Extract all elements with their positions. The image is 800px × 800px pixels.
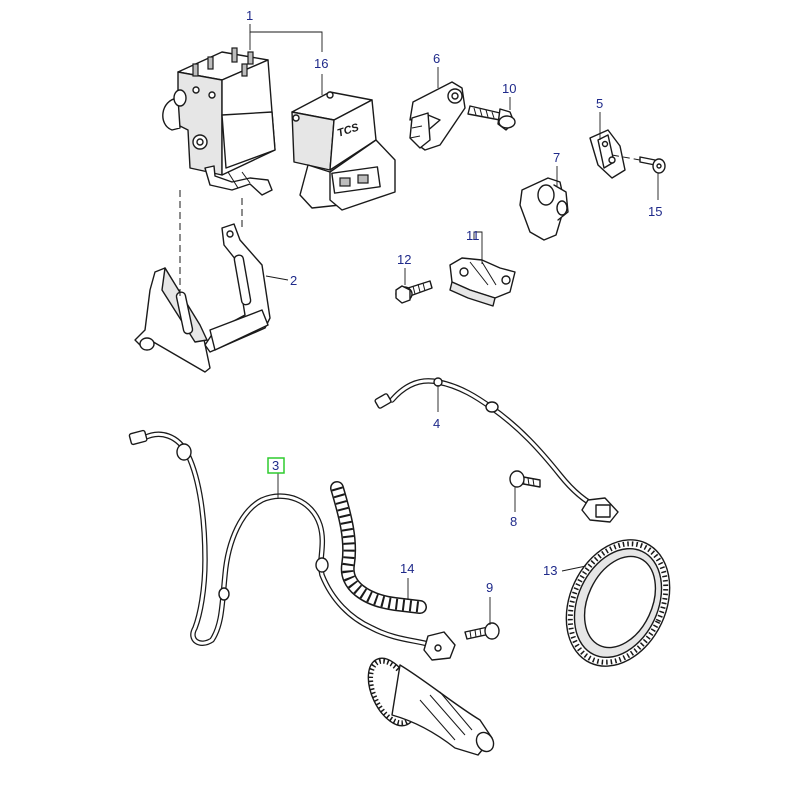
bolt-part-12[interactable] — [395, 280, 433, 304]
bolt-part-8[interactable] — [509, 470, 541, 488]
axle-shaft — [367, 657, 495, 756]
abs-hydraulic-unit[interactable] — [162, 47, 276, 196]
abs-mounting-bracket[interactable] — [134, 223, 271, 373]
callout-16[interactable]: 16 — [314, 56, 328, 71]
bracket-part-5[interactable] — [589, 129, 626, 179]
callout-10[interactable]: 10 — [502, 81, 516, 96]
callout-12[interactable]: 12 — [397, 252, 411, 267]
callouts: 1 16 6 10 5 7 15 11 12 2 4 3 8 14 9 13 — [246, 8, 662, 595]
sensor-cable-part-3[interactable] — [128, 429, 456, 661]
callout-13[interactable]: 13 — [543, 563, 557, 578]
bolt-part-10[interactable] — [467, 105, 516, 131]
callout-9[interactable]: 9 — [486, 580, 493, 595]
tcs-control-module[interactable]: TCS — [291, 91, 396, 211]
bracket-part-6[interactable] — [409, 81, 466, 151]
clamp-part-7[interactable] — [519, 177, 569, 241]
bracket-part-11[interactable] — [449, 257, 516, 307]
callout-3[interactable]: 3 — [272, 458, 279, 473]
leader-lines — [249, 24, 659, 625]
sensor-cable-part-4[interactable] — [374, 377, 619, 523]
tone-ring-part-13[interactable] — [547, 523, 690, 683]
callout-5[interactable]: 5 — [596, 96, 603, 111]
protective-sleeve-part-14[interactable] — [330, 481, 427, 614]
callout-14[interactable]: 14 — [400, 561, 414, 576]
callout-4[interactable]: 4 — [433, 416, 440, 431]
callout-2[interactable]: 2 — [290, 273, 297, 288]
highlight-box — [267, 457, 285, 474]
bolt-part-9[interactable] — [464, 622, 500, 640]
callout-11[interactable]: 11 — [466, 228, 480, 243]
callout-1[interactable]: 1 — [246, 8, 253, 23]
callout-6[interactable]: 6 — [433, 51, 440, 66]
callout-7[interactable]: 7 — [553, 150, 560, 165]
callout-8[interactable]: 8 — [510, 514, 517, 529]
callout-15[interactable]: 15 — [648, 204, 662, 219]
screw-part-15[interactable] — [611, 154, 666, 174]
